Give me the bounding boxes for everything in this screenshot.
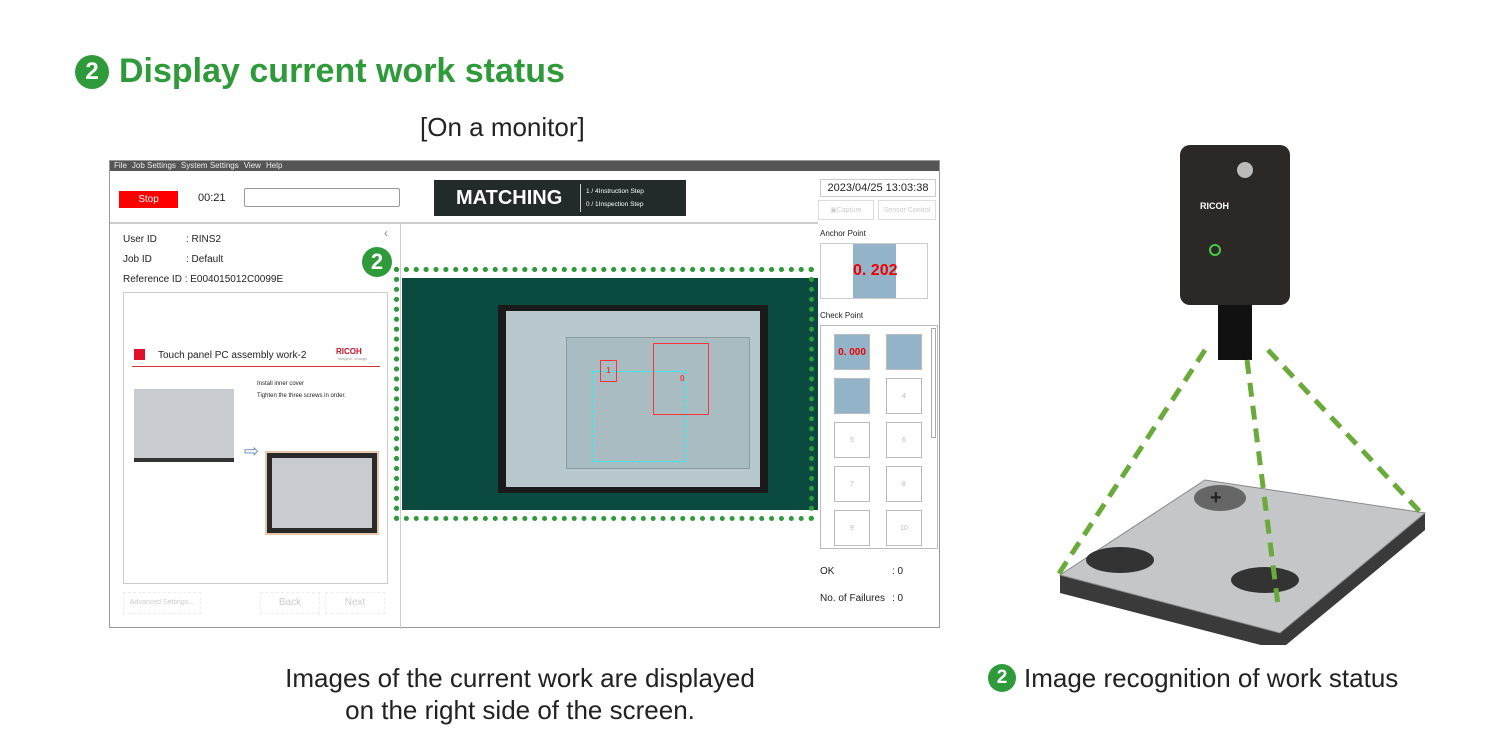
scrollbar[interactable] bbox=[931, 328, 936, 438]
sensor-control-button[interactable]: Sensor Control bbox=[878, 200, 936, 220]
caption-left: Images of the current work are displayed… bbox=[210, 662, 830, 726]
capture-icon: ▣ bbox=[830, 207, 837, 214]
divider bbox=[580, 184, 581, 212]
anchor-point-label: Anchor Point bbox=[820, 229, 866, 238]
check-point-3[interactable] bbox=[834, 378, 870, 414]
step-number-badge: 2 bbox=[988, 664, 1016, 692]
check-box-1: 1 bbox=[600, 360, 617, 382]
menu-bar: File Job Settings System Settings View H… bbox=[110, 161, 939, 171]
instruction-step: 1 / 4Instruction Step bbox=[586, 188, 644, 195]
back-button[interactable]: Back bbox=[260, 592, 320, 614]
check-point-9[interactable]: 9 bbox=[834, 510, 870, 546]
result-panel: Anchor Point 0. 202 Check Point 0. 000 4… bbox=[818, 223, 941, 629]
logo-tagline: imagine. change. bbox=[338, 356, 369, 361]
anchor-thumbnail bbox=[853, 244, 896, 298]
caption-line: Images of the current work are displayed bbox=[285, 663, 755, 693]
before-photo bbox=[134, 389, 234, 462]
red-square-icon bbox=[134, 349, 145, 360]
check-point-label: Check Point bbox=[820, 311, 864, 320]
svg-text:+: + bbox=[1210, 487, 1222, 509]
caption-right: 2 Image recognition of work status bbox=[988, 662, 1398, 694]
check-point-2[interactable] bbox=[886, 334, 922, 370]
caption-line: on the right side of the screen. bbox=[345, 695, 695, 725]
instruction-line: Install inner cover bbox=[257, 381, 305, 387]
next-button[interactable]: Next bbox=[325, 592, 385, 614]
divider bbox=[132, 366, 380, 367]
check-point-10[interactable]: 10 bbox=[886, 510, 922, 546]
job-id-label: Job ID bbox=[123, 254, 152, 265]
inspection-step: 0 / 1Inspection Step bbox=[586, 201, 644, 208]
camera-body: RICOH bbox=[1180, 145, 1290, 360]
check-point-5[interactable]: 5 bbox=[834, 422, 870, 458]
reference-id: Reference ID : E004015012C0099E bbox=[123, 274, 284, 285]
status-panel: MATCHING 1 / 4Instruction Step 0 / 1Insp… bbox=[434, 180, 686, 216]
check-point-8[interactable]: 8 bbox=[886, 466, 922, 502]
highlight-frame bbox=[394, 267, 814, 521]
message-field[interactable] bbox=[244, 188, 400, 207]
check-point-4[interactable]: 4 bbox=[886, 378, 922, 414]
timer: 00:21 bbox=[198, 192, 226, 204]
camera-illustration: + RICOH bbox=[1055, 145, 1427, 645]
field-of-view-lines bbox=[1055, 348, 1425, 606]
power-icon bbox=[1209, 244, 1221, 256]
ok-label: OK bbox=[820, 566, 835, 577]
menu-view[interactable]: View bbox=[243, 161, 261, 170]
caption-text: Image recognition of work status bbox=[1024, 663, 1399, 693]
after-photo bbox=[265, 451, 379, 535]
check-point-list: 0. 000 4 5 6 7 8 9 10 bbox=[820, 325, 938, 549]
anchor-point-image: 0. 202 bbox=[820, 243, 928, 299]
ok-value: : 0 bbox=[892, 566, 904, 577]
advanced-settings-button[interactable]: Advanced Settings... bbox=[123, 592, 201, 614]
inner-cover bbox=[566, 337, 750, 469]
marker-badge: 2 bbox=[362, 247, 392, 277]
step-number-badge: 2 bbox=[75, 54, 109, 89]
divider bbox=[110, 222, 818, 224]
arrow-right-icon: ⇨ bbox=[244, 441, 260, 461]
detection-region bbox=[592, 371, 685, 462]
stop-button[interactable]: Stop bbox=[119, 191, 178, 208]
instruction-panel: ‹ User ID : RINS2 Job ID : Default Refer… bbox=[110, 223, 401, 629]
instruction-document: Touch panel PC assembly work-2 RICOH ima… bbox=[123, 292, 388, 584]
anchor-score: 0. 202 bbox=[853, 262, 898, 279]
check-box-0: 0 bbox=[653, 343, 709, 415]
device-frame: 1 0 bbox=[498, 305, 768, 493]
doc-title: Touch panel PC assembly work-2 bbox=[158, 350, 307, 361]
failures-value: : 0 bbox=[892, 593, 904, 604]
ricoh-logo: RICOH bbox=[336, 347, 362, 356]
check-point-1[interactable]: 0. 000 bbox=[834, 334, 870, 370]
user-id-label: User ID bbox=[123, 234, 157, 245]
instruction-line: Tighten the three screws in order. bbox=[257, 393, 346, 399]
menu-help[interactable]: Help bbox=[265, 161, 283, 170]
job-id-value: : Default bbox=[186, 254, 224, 265]
app-window: File Job Settings System Settings View H… bbox=[109, 160, 941, 629]
capture-label: Capture bbox=[836, 207, 862, 214]
section-heading: 2 Display current work status bbox=[75, 52, 565, 91]
heading-text: Display current work status bbox=[119, 52, 565, 90]
menu-job-settings[interactable]: Job Settings bbox=[131, 161, 176, 170]
menu-system-settings[interactable]: System Settings bbox=[180, 161, 239, 170]
camera-view: 1 0 bbox=[402, 278, 818, 510]
menu-file[interactable]: File bbox=[114, 161, 127, 170]
mode-label: MATCHING bbox=[456, 187, 563, 209]
check-point-6[interactable]: 6 bbox=[886, 422, 922, 458]
failures-label: No. of Failures bbox=[820, 593, 886, 604]
chevron-left-icon[interactable]: ‹ bbox=[384, 226, 388, 240]
user-id-value: : RINS2 bbox=[186, 234, 222, 245]
subheading: [On a monitor] bbox=[420, 112, 585, 142]
capture-button[interactable]: ▣Capture bbox=[818, 200, 874, 220]
check-point-7[interactable]: 7 bbox=[834, 466, 870, 502]
camera-brand: RICOH bbox=[1200, 201, 1229, 211]
workpiece: + bbox=[1058, 479, 1427, 645]
datetime: 2023/04/25 13:03:38 bbox=[820, 179, 936, 197]
